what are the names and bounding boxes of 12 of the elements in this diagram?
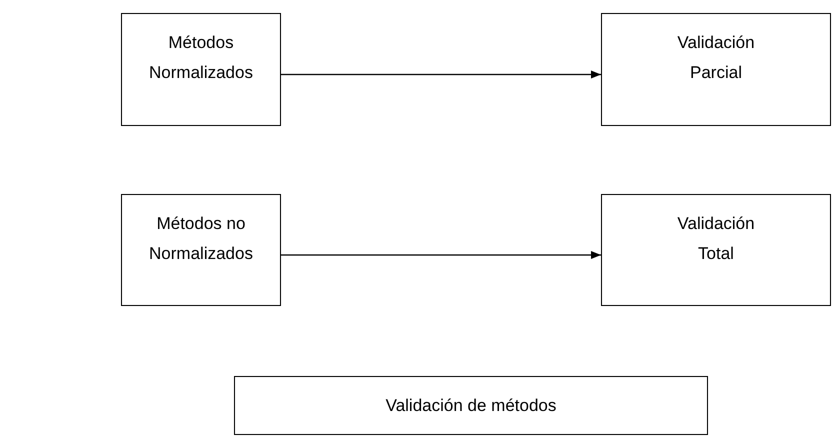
- process-box: [121, 194, 281, 306]
- arrow: [281, 251, 601, 259]
- process-box: [601, 194, 831, 306]
- box-label: Validación de métodos: [386, 395, 556, 417]
- process-box: [234, 376, 708, 435]
- box-label: Validación Total: [676, 213, 756, 265]
- box-label: Métodos no Normalizados: [148, 213, 254, 265]
- process-box: [601, 13, 831, 126]
- arrow: [281, 70, 601, 78]
- process-box: [121, 13, 281, 126]
- box-label: Métodos Normalizados: [148, 32, 254, 84]
- box-label: Validación Parcial: [676, 32, 756, 84]
